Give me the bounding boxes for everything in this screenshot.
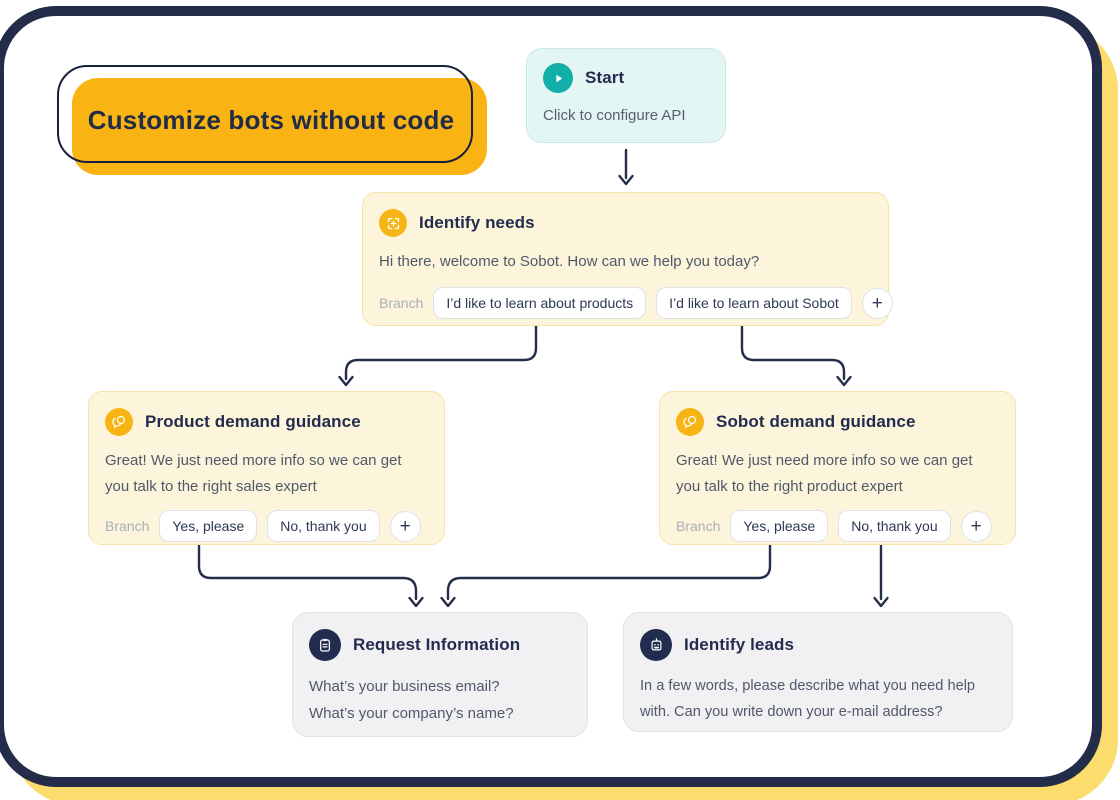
branch-option-sobot[interactable]: I’d like to learn about Sobot (656, 287, 852, 319)
page-title: Customize bots without code (87, 104, 455, 135)
node-title: Product demand guidance (145, 412, 361, 431)
node-subtitle: Click to configure API (543, 107, 686, 124)
node-message-line: with. Can you write down your e-mail add… (640, 704, 943, 720)
node-message-line: What’s your company’s name? (309, 705, 514, 722)
node-message-line: What’s your business email? (309, 678, 500, 695)
node-message-line: Great! We just need more info so we can … (676, 452, 973, 469)
node-title: Identify leads (684, 635, 795, 654)
branch-option-yes[interactable]: Yes, please (730, 510, 829, 542)
node-message-line: you talk to the right product expert (676, 478, 903, 495)
node-message-line: In a few words, please describe what you… (640, 678, 976, 694)
node-title: Sobot demand guidance (716, 412, 916, 431)
node-start[interactable]: Start Click to configure API (526, 48, 726, 143)
branch-option-yes[interactable]: Yes, please (159, 510, 258, 542)
node-product-guidance[interactable]: Product demand guidance Great! We just n… (88, 391, 445, 545)
badge-background (72, 78, 487, 175)
add-branch-button[interactable]: + (389, 510, 421, 542)
chat-icon (676, 408, 704, 436)
play-icon (543, 63, 573, 93)
branch-label: Branch (379, 295, 424, 311)
branch-option-no[interactable]: No, thank you (838, 510, 951, 542)
branch-option-no[interactable]: No, thank you (267, 510, 380, 542)
node-request-information[interactable]: Request Information What’s your business… (292, 612, 588, 737)
add-branch-button[interactable]: + (960, 510, 992, 542)
branch-option-products[interactable]: I’d like to learn about products (433, 287, 647, 319)
clipboard-icon (309, 629, 341, 661)
node-sobot-guidance[interactable]: Sobot demand guidance Great! We just nee… (659, 391, 1016, 545)
node-identify-leads[interactable]: Identify leads In a few words, please de… (623, 612, 1013, 732)
add-branch-button[interactable]: + (861, 287, 893, 319)
scan-icon (379, 209, 407, 237)
node-message: Hi there, welcome to Sobot. How can we h… (379, 253, 760, 270)
node-message-line: Great! We just need more info so we can … (105, 452, 402, 469)
node-title: Start (585, 68, 625, 87)
node-identify-needs[interactable]: Identify needs Hi there, welcome to Sobo… (362, 192, 893, 326)
branch-label: Branch (676, 518, 721, 534)
node-title: Identify needs (419, 213, 535, 232)
branch-label: Branch (105, 518, 150, 534)
node-message-line: you talk to the right sales expert (105, 478, 317, 495)
headline-badge: Customize bots without code (57, 65, 473, 163)
robot-icon (640, 629, 672, 661)
chat-icon (105, 408, 133, 436)
node-title: Request Information (353, 635, 521, 654)
